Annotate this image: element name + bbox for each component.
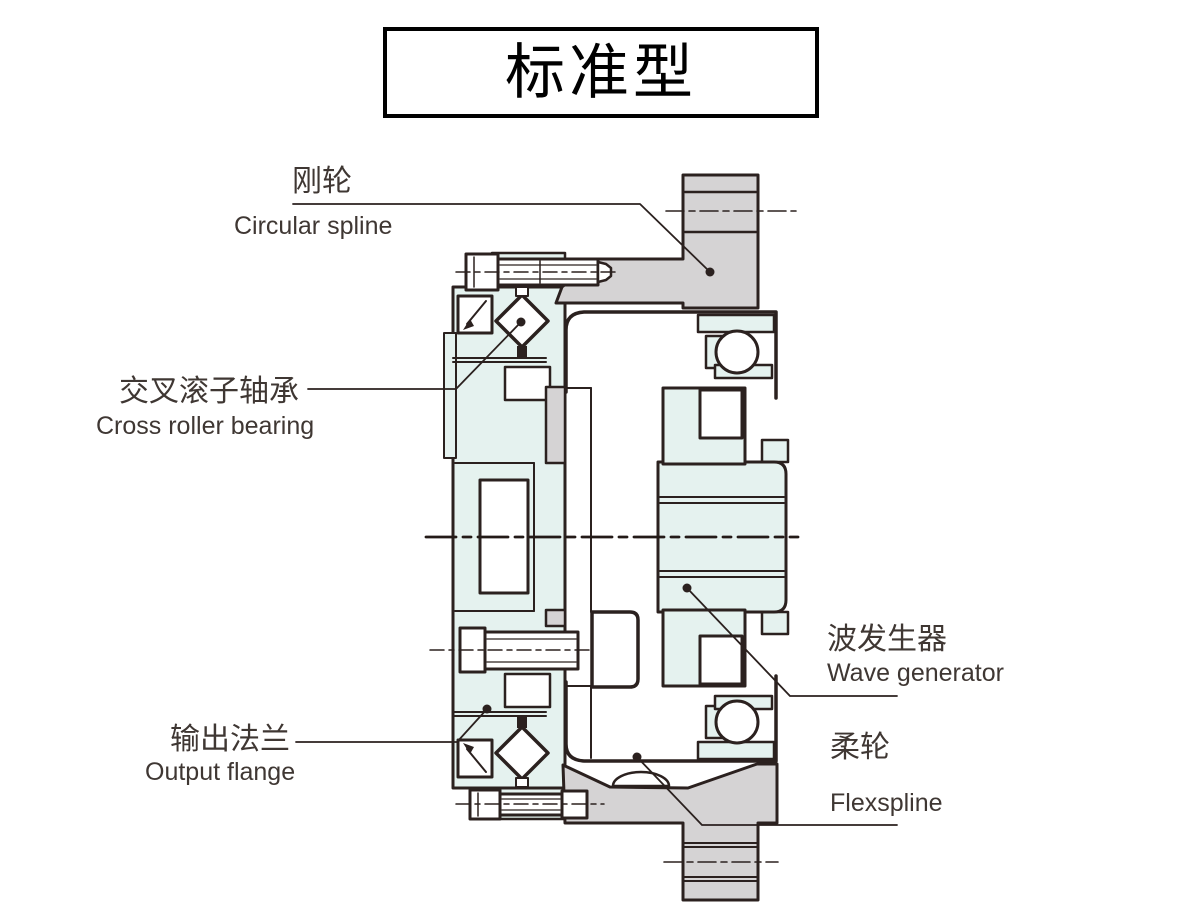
leader-dots xyxy=(482,267,715,762)
title-box: 标准型 xyxy=(383,27,819,118)
ball-bearing-bottom xyxy=(696,694,776,761)
leader-cross-roller-bearing xyxy=(307,321,522,390)
leader-output-flange xyxy=(295,708,488,743)
leader-circular-spline xyxy=(292,203,711,273)
label-wave-generator-zh: 波发生器 xyxy=(827,623,947,656)
bolt-bottom xyxy=(455,788,605,821)
wave-generator-hub xyxy=(656,386,790,688)
label-wave-generator-en: Wave generator xyxy=(827,659,1004,687)
page-title: 标准型 xyxy=(505,38,697,106)
label-cross-roller-bearing-en: Cross roller bearing xyxy=(96,412,315,440)
label-circular-spline-en: Circular spline xyxy=(234,212,393,240)
flexspline-section xyxy=(561,310,779,902)
leader-dot-wave-generator xyxy=(682,583,692,593)
circular-spline-section xyxy=(554,173,797,310)
seal-top xyxy=(456,294,494,335)
label-flexspline-en: Flexspline xyxy=(830,789,943,817)
leader-dot-output-flange xyxy=(482,704,492,714)
leader-dot-circular-spline xyxy=(705,267,715,277)
bolt-top xyxy=(455,252,621,292)
leader-dot-flexspline xyxy=(632,752,642,762)
leader-lines xyxy=(292,203,898,826)
label-output-flange-zh: 输出法兰 xyxy=(170,723,290,756)
label-circular-spline-zh: 刚轮 xyxy=(292,165,352,198)
label-output-flange-en: Output flange xyxy=(145,758,296,786)
ball-bearing-top xyxy=(696,313,776,380)
label-cross-roller-bearing-zh: 交叉滚子轴承 xyxy=(119,375,299,408)
leader-flexspline xyxy=(636,756,898,826)
leader-wave-generator xyxy=(686,587,898,697)
leader-dot-cross-roller-bearing xyxy=(516,317,526,327)
seal-bottom xyxy=(456,738,494,779)
cross-roller-diamond-bottom xyxy=(494,717,550,788)
label-flexspline-zh: 柔轮 xyxy=(830,731,890,764)
bolt-middle xyxy=(429,610,640,689)
